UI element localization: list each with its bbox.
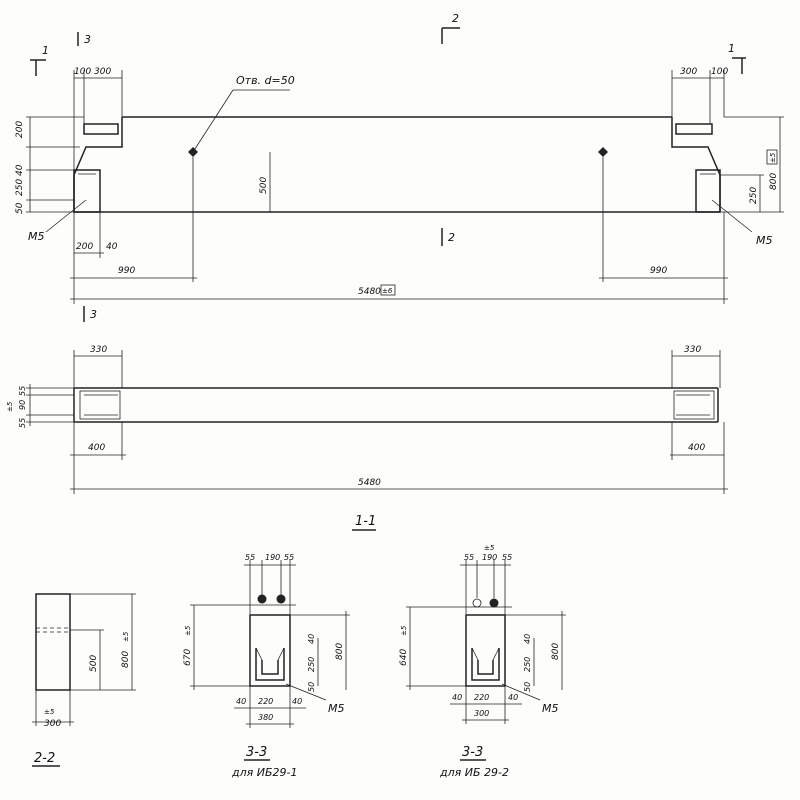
dim-left-v50: 50	[15, 202, 25, 214]
s22-dim-800-tol: ±5	[122, 631, 130, 642]
right-bottom-insert	[695, 169, 721, 213]
s33b-dim-640-tol: ±5	[400, 625, 408, 636]
right-top-insert	[675, 123, 713, 135]
section-2-2-outline	[35, 593, 71, 691]
plan-view: 330 330 400 400 5480 55 90 55 ±5 3	[6, 306, 728, 494]
s22-dim-300: 300	[44, 719, 61, 729]
dim-overall-tol: ±6	[382, 287, 393, 295]
dim-left-990: 990	[118, 266, 135, 276]
s33a-dim-220: 220	[258, 697, 273, 706]
s33a-dim-40: 40	[307, 634, 316, 644]
s33b-dim-40b: 40	[508, 693, 518, 702]
section-3-3-b-subtitle: для ИБ 29-2	[439, 766, 509, 779]
plan-left-pocket	[79, 390, 121, 420]
section-3-3-a-title: 3-3	[246, 745, 267, 760]
plan-dim-55a: 55	[18, 386, 27, 396]
s33a-dim-40a: 40	[236, 697, 246, 706]
s33a-dim-50: 50	[307, 682, 316, 692]
section-3-top-label: 3	[84, 33, 91, 46]
hole-right-icon	[598, 147, 608, 157]
dim-right-800: 800	[769, 173, 779, 190]
dim-bot-40: 40	[106, 242, 118, 252]
dim-right-100: 100	[711, 67, 728, 77]
plan-dim-55b: 55	[18, 418, 27, 428]
s33a-dim-55b: 55	[284, 553, 294, 562]
s33b-dim-55b: 55	[502, 553, 512, 562]
left-bottom-insert	[73, 169, 101, 213]
s33a-dim-55a: 55	[245, 553, 255, 562]
s33b-dim-220: 220	[474, 693, 489, 702]
dim-right-800-tol: ±5	[769, 152, 777, 163]
dim-left-v40: 40	[15, 164, 25, 176]
plan-right-pocket	[673, 390, 715, 420]
s33b-dim-55a: 55	[464, 553, 474, 562]
s22-dim-500: 500	[89, 655, 99, 672]
section-1-1-title: 1-1	[355, 514, 376, 529]
section-3-3-a-subtitle: для ИБ29-1	[231, 766, 298, 779]
s33a-dim-670-tol: ±5	[184, 625, 192, 636]
s33b-dim-300: 300	[474, 709, 489, 718]
dim-overall: 5480	[358, 287, 381, 297]
section-1-left-label: 1	[42, 44, 49, 57]
plan-dim-330-left: 330	[90, 345, 107, 355]
rebar-b1-icon	[472, 598, 482, 608]
s33b-dim-190: 190	[482, 553, 497, 562]
rebar-b2-icon	[489, 598, 499, 608]
s33b-dim-640: 640	[399, 649, 409, 666]
section-2-top-label: 2	[452, 12, 459, 25]
plan-dim-overall: 5480	[358, 478, 381, 488]
dim-bot-200: 200	[76, 242, 93, 252]
s33a-mark-m5: M5	[328, 702, 345, 715]
s33a-dim-190: 190	[265, 553, 280, 562]
elevation-view: Отв. d=50 500 100 300 300 100 200 40 250…	[15, 12, 784, 304]
s33a-dim-380: 380	[258, 713, 273, 722]
plan-dim-400-left: 400	[88, 443, 105, 453]
s33b-dim-40a: 40	[452, 693, 462, 702]
s33b-mark-m5: M5	[542, 702, 559, 715]
dim-right-250: 250	[749, 187, 759, 204]
dim-left-v200: 200	[15, 121, 25, 138]
s33a-dim-250: 250	[307, 657, 316, 672]
mark-m5-left: M5	[28, 230, 45, 243]
section-2-2-title: 2-2	[34, 751, 55, 766]
left-top-insert	[83, 123, 119, 135]
hole-label: Отв. d=50	[236, 74, 295, 87]
plan-dim-90: 90	[18, 400, 27, 410]
dim-left-v250: 250	[15, 179, 25, 196]
s33a-dim-40b: 40	[292, 697, 302, 706]
s22-dim-tol: ±5	[44, 708, 55, 716]
rebar-a1-icon	[257, 594, 267, 604]
section-3-3-b: 55 190 ±5 55 640 ±5 800 40 250 50 40 220…	[399, 544, 566, 779]
s33b-dim-250: 250	[523, 657, 532, 672]
plan-dim-tol: ±5	[6, 401, 14, 412]
plan-dim-330-right: 330	[684, 345, 701, 355]
s33b-dim-tol: ±5	[484, 544, 495, 552]
section-1-right-label: 1	[728, 42, 735, 55]
dim-left-100: 100	[74, 67, 91, 77]
section-3-3-b-title: 3-3	[462, 745, 483, 760]
section-3-plan-label: 3	[90, 308, 97, 321]
section-3-3-a: 55 190 55 670 ±5 800 40 250 50 40 220 40…	[183, 553, 350, 779]
s33a-dim-800: 800	[335, 643, 345, 660]
mark-m5-right: M5	[756, 234, 773, 247]
plan-dim-400-right: 400	[688, 443, 705, 453]
dim-500: 500	[259, 177, 269, 194]
section-2-2: 500 800 ±5 300 ±5 2-2	[32, 593, 136, 767]
s33a-dim-670: 670	[183, 649, 193, 666]
rebar-a2-icon	[276, 594, 286, 604]
s22-dim-800: 800	[121, 651, 131, 668]
s33b-dim-40: 40	[523, 634, 532, 644]
s33b-dim-50: 50	[523, 682, 532, 692]
dim-left-300: 300	[94, 67, 111, 77]
dim-right-990: 990	[650, 266, 667, 276]
dim-right-300: 300	[680, 67, 697, 77]
s33b-dim-800: 800	[551, 643, 561, 660]
section-2-mid-label: 2	[448, 231, 455, 244]
left-end-profile	[73, 117, 123, 212]
